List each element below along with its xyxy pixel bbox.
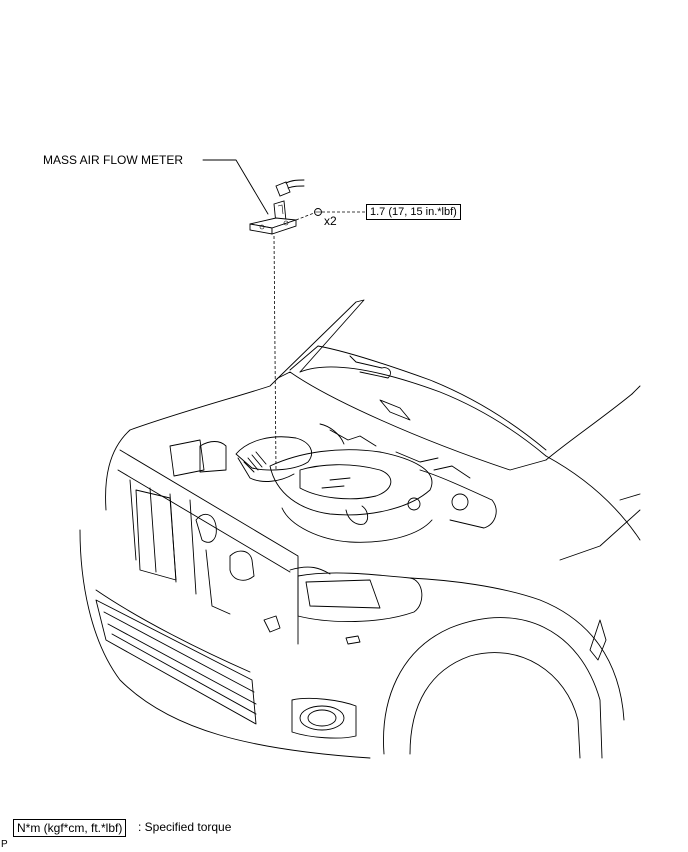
legend-description: : Specified torque <box>138 820 232 834</box>
installation-axis-line <box>273 235 277 471</box>
bolt-count-label: x2 <box>324 214 337 228</box>
torque-spec-box: 1.7 (17, 15 in.*lbf) <box>366 204 461 220</box>
screw-icon <box>295 208 366 221</box>
corner-mark: P <box>1 839 8 850</box>
part-name-label: MASS AIR FLOW METER <box>43 153 184 167</box>
connector-icon <box>275 179 305 197</box>
callout-leader-line <box>202 159 269 215</box>
legend-unit-box: N*m (kgf*cm, ft.*lbf) <box>13 819 127 837</box>
vehicle-front-illustration <box>79 299 641 759</box>
mass-air-flow-meter-icon <box>249 200 297 235</box>
